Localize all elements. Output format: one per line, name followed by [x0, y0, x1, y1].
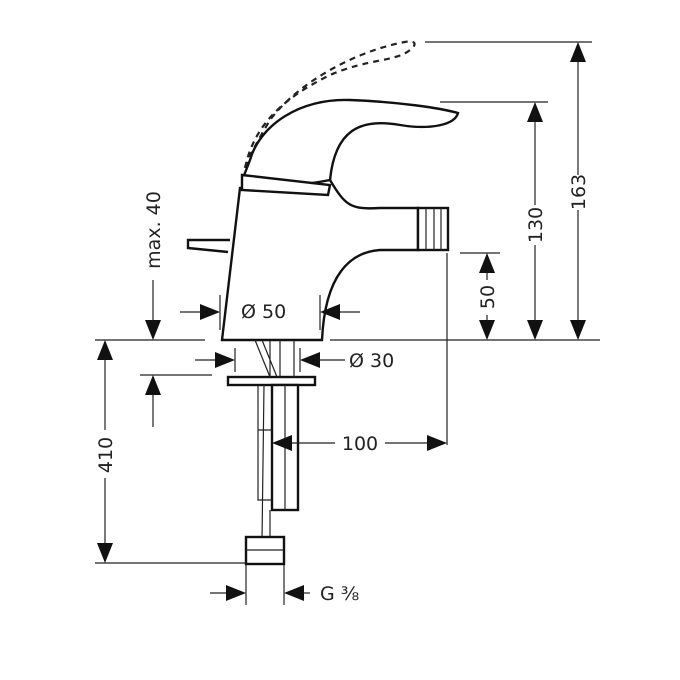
label-100: 100: [342, 433, 378, 455]
lever-handle: [241, 98, 460, 187]
label-max-40: max. 40: [143, 191, 165, 269]
dimension-lines: [95, 41, 600, 605]
label-130: 130: [525, 207, 547, 243]
faucet-body: [186, 40, 460, 566]
nozzle: [416, 206, 450, 252]
label-163: 163: [568, 174, 590, 210]
spout-body: [220, 178, 420, 342]
label-50: 50: [477, 285, 499, 309]
label-d50: Ø 50: [241, 301, 286, 323]
lever-base: [240, 173, 332, 197]
fixing-plate: [226, 375, 317, 387]
label-thread: G ⅜: [320, 583, 359, 605]
lever-raised-outline: [243, 40, 416, 169]
pop-up-rod: [186, 238, 230, 254]
label-d30: Ø 30: [349, 350, 394, 372]
label-410: 410: [95, 437, 117, 473]
